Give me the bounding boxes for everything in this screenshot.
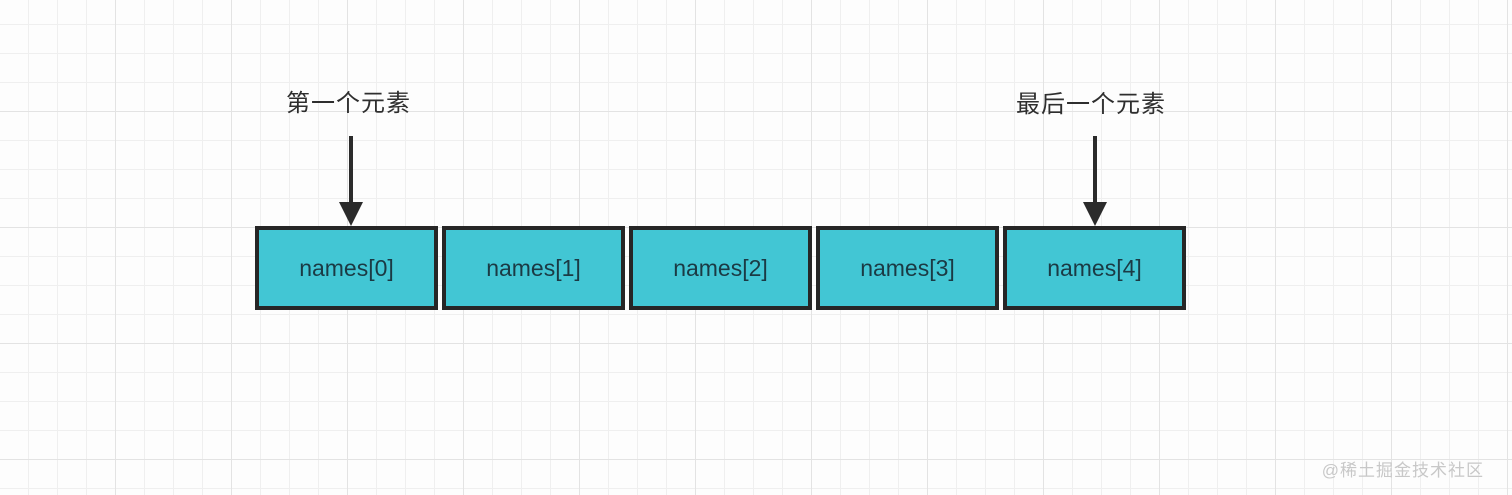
arrow-head	[1083, 202, 1107, 226]
array-cell-label: names[3]	[860, 254, 955, 281]
array-cell: names[1]	[442, 226, 625, 310]
array-cell: names[3]	[816, 226, 999, 310]
array-cell-label: names[1]	[486, 254, 581, 281]
array-cell-label: names[0]	[299, 254, 394, 281]
arrow-down-icon	[339, 136, 363, 226]
last-element-annotation: 最后一个元素	[1016, 91, 1166, 118]
watermark: @稀土掘金技术社区	[1321, 461, 1484, 480]
array-cell: names[4]	[1003, 226, 1186, 310]
array-cell-label: names[2]	[673, 254, 768, 281]
arrow-shaft	[1093, 136, 1097, 204]
array-row: names[0] names[1] names[2] names[3] name…	[255, 226, 1186, 310]
arrow-down-icon	[1083, 136, 1107, 226]
first-element-annotation: 第一个元素	[286, 90, 411, 117]
array-cell-label: names[4]	[1047, 254, 1142, 281]
array-cell: names[2]	[629, 226, 812, 310]
arrow-shaft	[349, 136, 353, 204]
array-cell: names[0]	[255, 226, 438, 310]
arrow-head	[339, 202, 363, 226]
